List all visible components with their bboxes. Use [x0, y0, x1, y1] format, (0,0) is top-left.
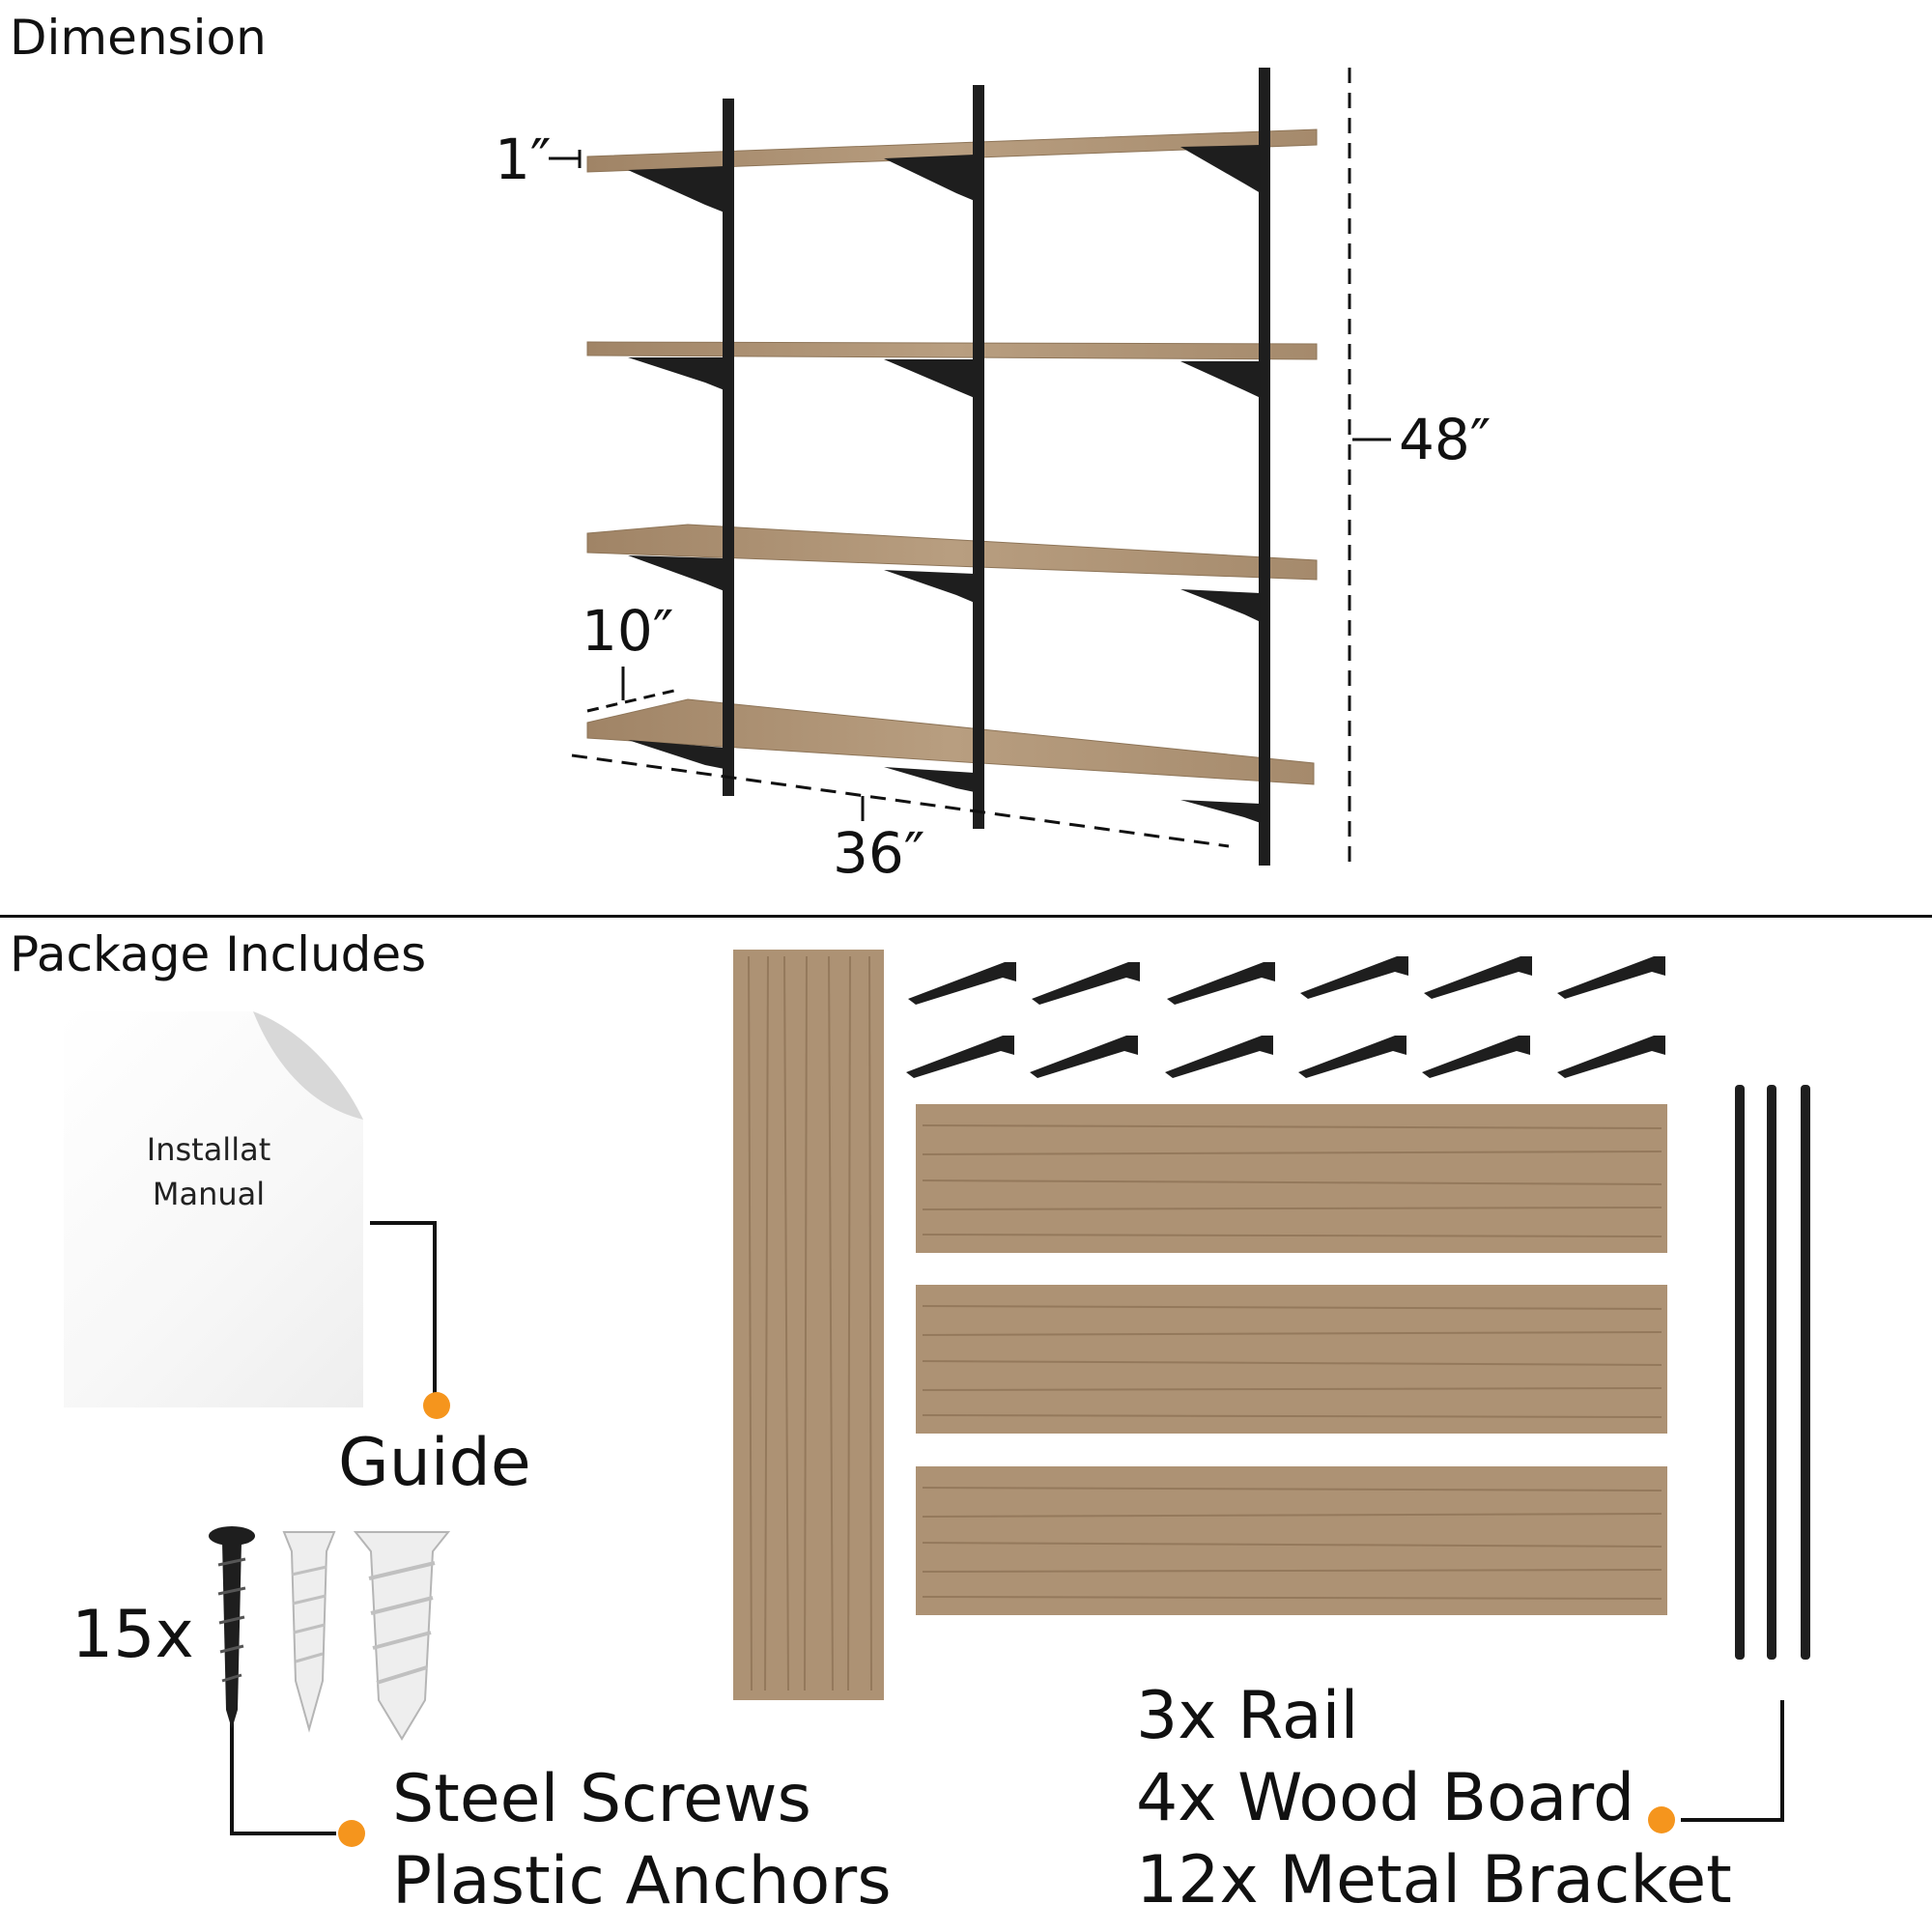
steel-screws-label: Steel Screws: [392, 1761, 811, 1837]
depth-label: 10″: [582, 598, 674, 664]
plastic-anchors-label: Plastic Anchors: [392, 1843, 892, 1919]
section-divider: [0, 915, 1932, 918]
hardware-callout-dot: [338, 1820, 365, 1847]
metal-bracket: [1300, 956, 1408, 999]
parts-callout-dot: [1648, 1806, 1675, 1833]
wood-board-count-label: 4x Wood Board: [1136, 1760, 1635, 1836]
metal-brackets: [906, 956, 1665, 1078]
dimension-title: Dimension: [10, 10, 267, 66]
metal-bracket: [1165, 1036, 1273, 1078]
rail-middle: [973, 85, 984, 829]
rail-right: [1259, 68, 1270, 866]
metal-rail: [1767, 1085, 1776, 1660]
page-curl-icon: [253, 1011, 363, 1120]
screws-count-label: 15x: [71, 1597, 194, 1673]
wood-board-vertical: [733, 950, 884, 1700]
metal-bracket: [1557, 956, 1665, 999]
shelf-board-2: [586, 341, 1318, 360]
shelf-diagram: [549, 68, 1391, 869]
metal-bracket: [1167, 962, 1275, 1005]
metal-bracket: [908, 962, 1016, 1005]
rail-count-label: 3x Rail: [1136, 1678, 1359, 1754]
metal-bracket-count-label: 12x Metal Bracket: [1136, 1842, 1732, 1918]
wood-board-horizontal-2: [916, 1285, 1667, 1434]
wood-board-horizontal-1: [916, 1104, 1667, 1253]
dimension-lines: [549, 68, 1391, 869]
metal-rail: [1735, 1085, 1745, 1660]
manual-title-line-1: Installat: [146, 1131, 271, 1168]
shelf-board-1: [586, 128, 1318, 173]
metal-rails: [1735, 1085, 1810, 1660]
hardware-labels: Steel Screws Plastic Anchors: [392, 1758, 892, 1922]
screw-icon: [209, 1526, 255, 1729]
thickness-label: 1″: [495, 127, 552, 192]
metal-bracket: [906, 1036, 1014, 1078]
guide-callout-dot: [423, 1392, 450, 1419]
height-label: 48″: [1399, 407, 1492, 472]
package-title: Package Includes: [10, 926, 427, 982]
shelf-board-3: [586, 524, 1318, 581]
width-label: 36″: [833, 820, 925, 886]
shelf-brackets: [628, 145, 1261, 823]
manual-title-line-2: Manual: [152, 1176, 266, 1212]
plastic-anchor-icon: [282, 1531, 336, 1733]
shelf-board-4: [586, 698, 1315, 785]
metal-bracket: [1422, 1036, 1530, 1078]
metal-bracket: [1030, 1036, 1138, 1078]
metal-rail: [1801, 1085, 1810, 1660]
rail-left: [723, 99, 734, 796]
installation-manual: Installat Manual: [64, 1011, 363, 1407]
metal-bracket: [1032, 962, 1140, 1005]
metal-bracket: [1557, 1036, 1665, 1078]
parts-labels: 3x Rail 4x Wood Board 12x Metal Bracket: [1136, 1675, 1732, 1921]
guide-label: Guide: [338, 1425, 531, 1501]
drywall-anchor-icon: [353, 1531, 451, 1741]
wood-board-horizontal-3: [916, 1466, 1667, 1615]
metal-bracket: [1298, 1036, 1406, 1078]
metal-bracket: [1424, 956, 1532, 999]
